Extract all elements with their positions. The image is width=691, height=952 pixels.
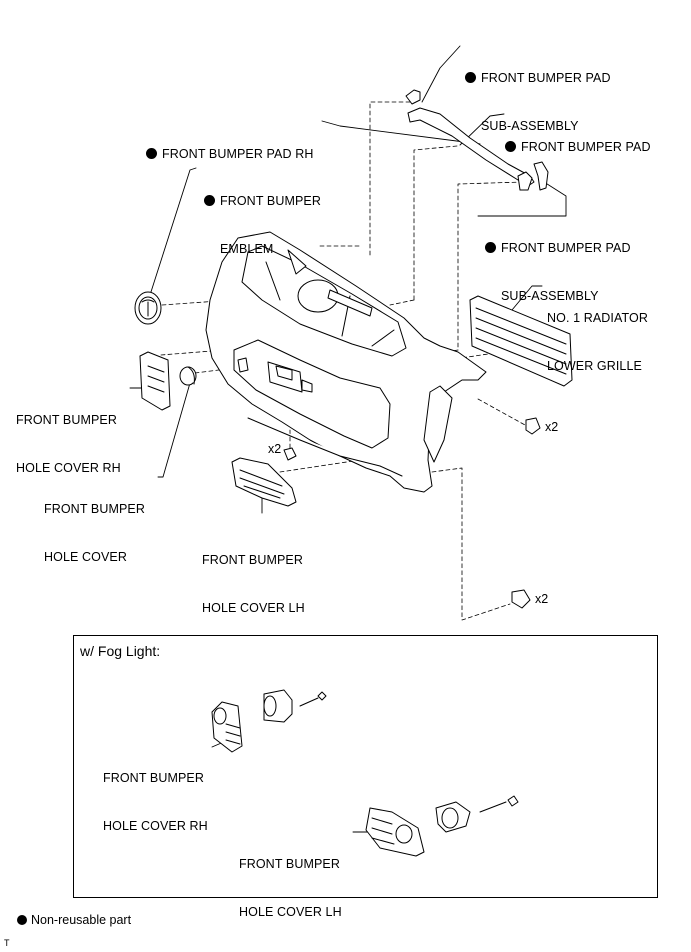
- label-radiator-grille: NO. 1 RADIATOR LOWER GRILLE: [547, 311, 648, 373]
- legend-non-reusable-text: Non-reusable part: [31, 913, 132, 927]
- hole-cover-part: [179, 366, 197, 386]
- non-reusable-dot-icon: [505, 141, 516, 152]
- bumper-pad-parts: [405, 89, 549, 191]
- label-pad-sub-assembly-mid: FRONT BUMPER PAD SUB-ASSEMBLY: [485, 208, 631, 320]
- quantity-nut-lower-left: x2: [268, 442, 282, 456]
- bumper-cover: [205, 231, 487, 493]
- footer-mark: T: [4, 938, 10, 948]
- non-reusable-dot-icon: [465, 72, 476, 83]
- fog-light-box-title: w/ Fog Light:: [80, 643, 161, 659]
- emblem-part: [134, 291, 162, 325]
- fasteners: [283, 417, 541, 609]
- fog-light-parts: [211, 689, 519, 857]
- quantity-clip-bottom: x2: [535, 592, 549, 606]
- label-pad-sub-assembly-top: FRONT BUMPER PAD SUB-ASSEMBLY: [465, 38, 611, 150]
- label-hole-cover: FRONT BUMPER HOLE COVER: [44, 502, 145, 564]
- label-pad: FRONT BUMPER PAD: [505, 107, 651, 171]
- label-fog-hole-cover-rh: FRONT BUMPER HOLE COVER RH: [103, 771, 208, 833]
- leader-lines: [129, 45, 567, 833]
- label-emblem: FRONT BUMPER EMBLEM: [204, 161, 321, 273]
- hole-cover-rh-part: [139, 351, 171, 411]
- label-fog-hole-cover-lh: FRONT BUMPER HOLE COVER LH: [239, 857, 342, 919]
- label-pad-rh: FRONT BUMPER PAD RH: [146, 114, 313, 178]
- non-reusable-dot-icon: [204, 195, 215, 206]
- quantity-clip-right: x2: [545, 420, 559, 434]
- fog-light-box: [73, 635, 658, 898]
- non-reusable-dot-icon: [146, 148, 157, 159]
- hole-cover-lh-part: [231, 457, 297, 507]
- label-hole-cover-rh: FRONT BUMPER HOLE COVER RH: [16, 413, 121, 475]
- non-reusable-dot-icon: [17, 915, 27, 925]
- radiator-grille-part: [469, 295, 573, 387]
- label-hole-cover-lh: FRONT BUMPER HOLE COVER LH: [202, 553, 305, 615]
- non-reusable-dot-icon: [485, 242, 496, 253]
- legend: Non-reusable part: [17, 913, 131, 927]
